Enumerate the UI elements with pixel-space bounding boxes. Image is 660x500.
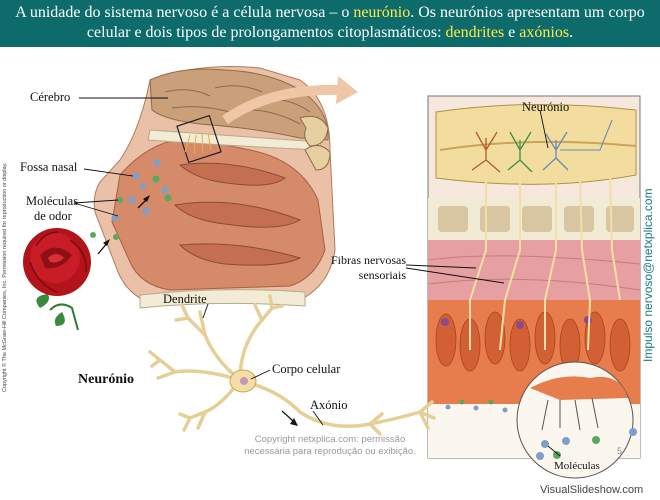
term-axonios: axónios (519, 24, 570, 41)
label-neuronio-zoom: Neurónio (522, 100, 570, 114)
header-text: A unidade do sistema nervoso é a célula … (8, 3, 652, 43)
head-cross-section (93, 66, 336, 309)
header-text-part: A unidade do sistema nervoso é a célula … (15, 4, 354, 21)
zoom-arrow-head (336, 76, 358, 104)
label-moleculas: Moléculas (554, 460, 600, 472)
label-moleculas-de-odor-line2: de odor (34, 209, 72, 223)
netxplica-bottom-watermark: Copyright netxplica.com: permissão neces… (230, 434, 430, 458)
rose-image (23, 228, 91, 331)
odor-molecules (90, 159, 172, 255)
header-text-part: e (504, 24, 520, 41)
netxplica-vertical-watermark: Impulso nervoso@netxplica.com (641, 188, 655, 362)
term-dendrites: dendrites (445, 24, 505, 41)
label-fibras-line2: sensoriais (358, 268, 406, 282)
neuron-title: Neurónio (78, 372, 134, 387)
label-axonio: Axónio (310, 398, 348, 412)
visualslideshow-watermark: VisualSlideshow.com (540, 484, 644, 496)
term-neuronio: neurónio (353, 4, 411, 21)
copyright-watermark: Copyright © The McGraw-Hill Companies, I… (2, 162, 8, 392)
label-cerebro: Cérebro (30, 90, 71, 104)
label-fibras-line1: Fibras nervosas (331, 253, 406, 267)
neuron-diagram (148, 294, 436, 436)
netxplica-bottom-line1: Copyright netxplica.com: permissão (254, 434, 406, 445)
page-number: 5 (617, 446, 623, 456)
label-corpo-celular: Corpo celular (272, 362, 341, 376)
leader-lines (73, 97, 168, 217)
zoom-arrow (222, 84, 341, 125)
netxplica-bottom-line2: necessária para reprodução ou exibição. (244, 446, 416, 457)
header-banner: A unidade do sistema nervoso é a célula … (0, 0, 660, 47)
label-dendrite: Dendrite (163, 292, 207, 306)
header-text-part: . Os neurónios apresentam um corpo celul… (86, 4, 645, 41)
header-text-part: . (569, 24, 574, 41)
label-moleculas-de-odor-line1: Moléculas (26, 194, 79, 208)
olfactory-zoom-panel (405, 95, 641, 479)
label-fossa-nasal: Fossa nasal (20, 160, 78, 174)
